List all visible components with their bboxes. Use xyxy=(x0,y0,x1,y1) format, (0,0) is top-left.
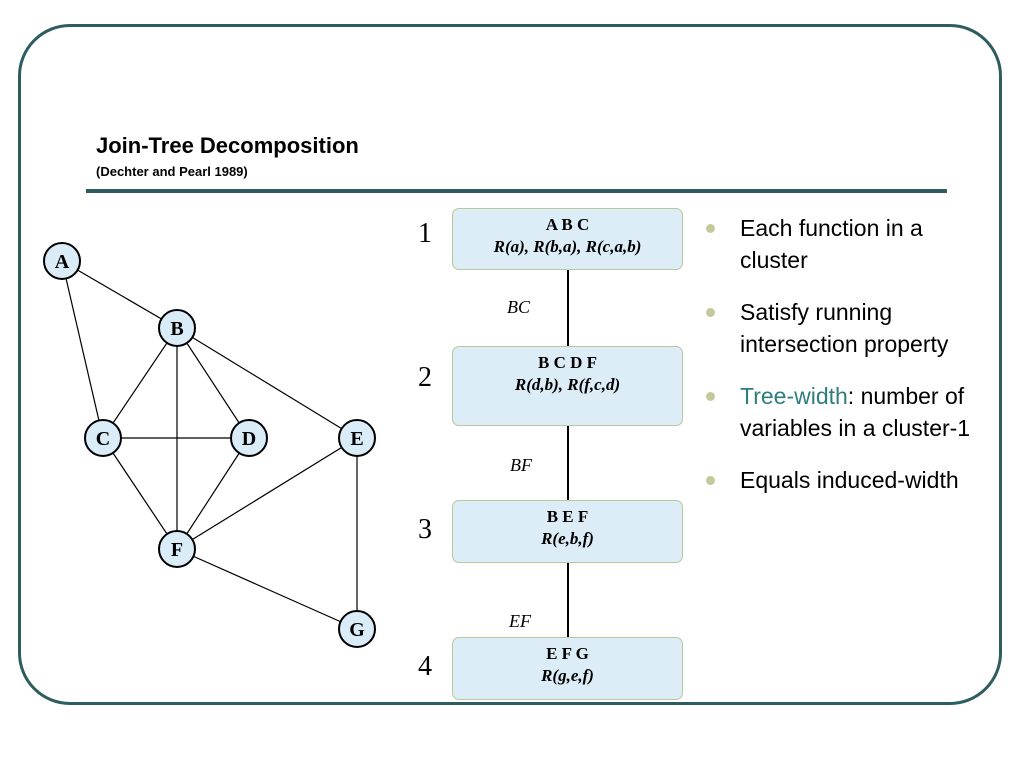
svg-text:D: D xyxy=(242,428,256,450)
node-a: A xyxy=(43,242,81,280)
separator-label: BF xyxy=(510,455,532,475)
cluster-vars: B E F xyxy=(546,507,589,526)
edge-c-f xyxy=(102,437,178,550)
bullet-item: Each function in a cluster xyxy=(706,212,996,276)
bullet-dot-icon xyxy=(706,308,715,317)
edge-e-f xyxy=(176,437,358,550)
bullet-list: Each function in a cluster Satisfy runni… xyxy=(706,212,996,516)
cluster-functions: R(d,b), R(f,c,d) xyxy=(514,375,621,394)
edge-a-c xyxy=(61,260,104,439)
cluster-vars: B C D F xyxy=(537,353,598,372)
node-f: F xyxy=(158,530,196,568)
svg-text:B: B xyxy=(170,318,183,340)
bullet-dot-icon xyxy=(706,224,715,233)
edge-b-d xyxy=(176,327,250,439)
slide-title: Join-Tree Decomposition xyxy=(96,133,359,158)
svg-text:C: C xyxy=(96,428,110,450)
cluster-number-3: 3 xyxy=(418,514,432,545)
bullet-item: Equals induced-width xyxy=(706,464,996,496)
bullet-dot-icon xyxy=(706,392,715,401)
cluster-3: B E F R(e,b,f) xyxy=(452,500,683,563)
svg-text:A: A xyxy=(55,251,70,273)
cluster-number-1: 1 xyxy=(418,218,432,249)
bullet-dot-icon xyxy=(706,476,715,485)
separator-label: BC xyxy=(507,297,531,317)
node-b: B xyxy=(158,309,196,347)
svg-text:F: F xyxy=(171,539,183,561)
cluster-2: B C D F R(d,b), R(f,c,d) xyxy=(452,346,683,426)
bullet-accent-term: Tree-width xyxy=(740,383,848,409)
separator-label: EF xyxy=(509,611,531,631)
bullet-item: Satisfy running intersection property xyxy=(706,296,996,360)
tree-edge-1-2 xyxy=(567,270,569,346)
tree-edge-2-3 xyxy=(567,426,569,500)
edge-d-f xyxy=(176,437,250,550)
edge-b-c xyxy=(102,327,178,439)
cluster-number-4: 4 xyxy=(418,651,432,682)
cluster-1: A B C R(a), R(b,a), R(c,a,b) xyxy=(452,208,683,270)
tree-edge-3-4 xyxy=(567,563,569,637)
slide-frame xyxy=(18,24,1002,705)
node-d: D xyxy=(230,419,268,457)
edge-b-e xyxy=(176,327,358,439)
title-divider xyxy=(86,189,947,193)
cluster-functions: R(g,e,f) xyxy=(541,666,594,685)
node-e: E xyxy=(338,419,376,457)
cluster-number-2: 2 xyxy=(418,362,432,393)
node-c: C xyxy=(84,419,122,457)
bullet-text: : number of variables in a cluster-1 xyxy=(740,383,971,441)
cluster-4: E F G R(g,e,f) xyxy=(452,637,683,700)
bullet-item: Tree-width: number of variables in a clu… xyxy=(706,380,996,444)
slide-subtitle: (Dechter and Pearl 1989) xyxy=(96,164,248,179)
cluster-vars: A B C xyxy=(545,215,590,234)
bullet-text: Satisfy running intersection property xyxy=(740,299,949,357)
bullet-text: Equals induced-width xyxy=(740,467,959,493)
cluster-functions: R(e,b,f) xyxy=(541,529,594,548)
edge-a-b xyxy=(61,260,178,329)
bullet-text: Each function in a cluster xyxy=(740,215,923,273)
svg-text:G: G xyxy=(349,619,365,641)
svg-text:E: E xyxy=(350,428,363,450)
cluster-vars: E F G xyxy=(546,644,589,663)
cluster-functions: R(a), R(b,a), R(c,a,b) xyxy=(493,237,642,256)
node-g: G xyxy=(338,610,376,648)
edge-f-g xyxy=(176,548,358,630)
